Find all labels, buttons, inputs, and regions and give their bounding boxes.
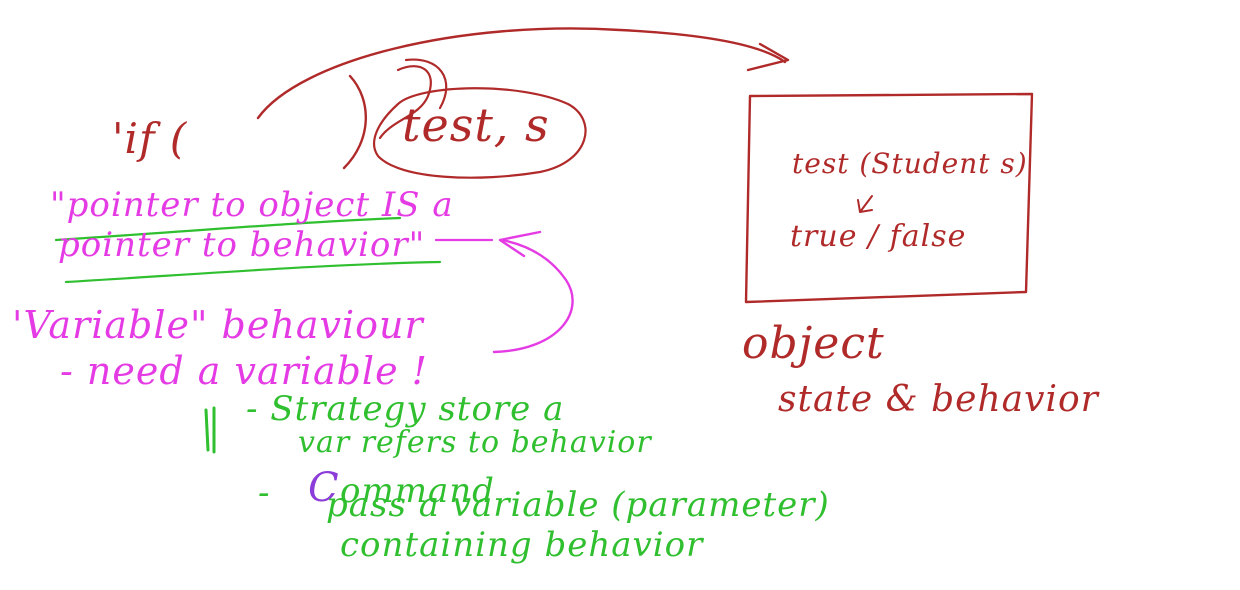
command-initial: C — [308, 465, 340, 511]
arc-arrow-head — [746, 42, 790, 72]
test-call-text: test, s — [402, 98, 550, 152]
command-dash: - — [258, 473, 271, 513]
quote-underline-2 — [64, 260, 442, 284]
state-behavior-label: state & behavior — [778, 379, 1099, 420]
quote-line-2: pointer to behavior" — [58, 225, 426, 265]
strategy-line-1: - Strategy store a — [246, 389, 565, 429]
if-keyword-text: 'if ( — [112, 114, 188, 163]
box-method-signature: test (Student s) — [792, 147, 1028, 180]
double-paren-stroke-2 — [404, 58, 448, 110]
object-label: object — [742, 318, 885, 369]
double-paren-stroke — [378, 65, 432, 140]
quote-line-1: "pointer to object IS a — [50, 185, 454, 225]
magenta-curve-arrow — [492, 238, 574, 354]
green-mark-1 — [204, 408, 210, 452]
box-return-values: true / false — [790, 219, 967, 254]
command-word: ommand — [340, 471, 495, 511]
test-oval-stroke — [373, 87, 587, 179]
strategy-line-2: var refers to behavior — [298, 425, 652, 460]
variable-behaviour-note: 'Variable" behaviour — [12, 303, 424, 347]
quote-underline-1 — [54, 216, 402, 242]
object-box-stroke — [744, 92, 1034, 304]
command-containing-behavior: containing behavior — [340, 525, 704, 565]
command-pass-variable: pass a variable (parameter) — [326, 485, 830, 525]
need-variable-note: - need a variable ! — [60, 349, 428, 393]
magenta-curve-arrow-head — [498, 230, 542, 258]
box-down-arrow — [857, 195, 873, 213]
close-paren-stroke — [342, 74, 367, 170]
arc-arrow-stroke — [256, 27, 787, 120]
